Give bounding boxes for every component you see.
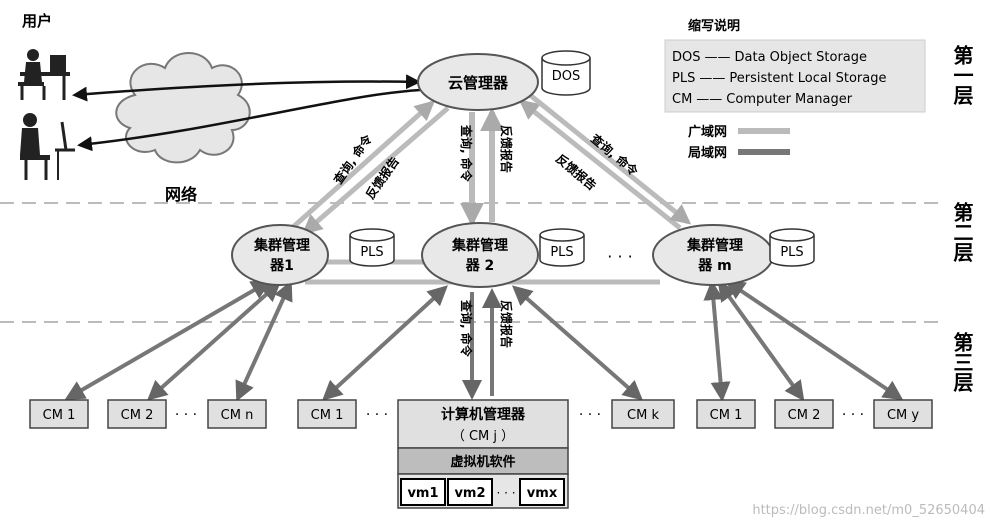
user-link-2 bbox=[77, 88, 421, 152]
legend-title: 缩写说明 bbox=[688, 18, 740, 34]
pls-label-m: PLS bbox=[780, 245, 803, 260]
wan-link-cmm-left bbox=[518, 99, 682, 230]
vm-ellipsis: · · · bbox=[496, 486, 515, 500]
vm1-label: vm1 bbox=[407, 486, 438, 501]
edge-feedback-lower: 反馈报告 bbox=[499, 300, 514, 348]
vm1-box bbox=[400, 478, 446, 506]
cm-group1-label-2: CM 2 bbox=[121, 408, 154, 423]
cluster-manager-1-line2: 器1 bbox=[269, 258, 294, 274]
cm-group3-label-2: CM 2 bbox=[788, 408, 821, 423]
user-link-1 bbox=[72, 74, 421, 102]
legend-box bbox=[664, 39, 926, 113]
user-laptop-icon bbox=[20, 113, 75, 180]
vm2-box bbox=[447, 478, 493, 506]
cm-group2-label-k: CM k bbox=[627, 408, 659, 423]
pls-label-2: PLS bbox=[550, 245, 573, 260]
layer-2-label: 第二层 bbox=[950, 201, 974, 263]
lan-links bbox=[64, 279, 904, 402]
layer-3-label: 第三层 bbox=[950, 331, 974, 393]
edge-feedback-mid: 反馈报告 bbox=[499, 125, 514, 173]
cluster-manager-2-line2: 器 2 bbox=[465, 258, 495, 274]
watermark: https://blog.csdn.net/m0_52650404 bbox=[752, 503, 985, 518]
pls-label-1: PLS bbox=[360, 245, 383, 260]
vmx-label: vmx bbox=[527, 486, 558, 501]
pls-storage-icon bbox=[349, 228, 815, 267]
user-label: 用户 bbox=[22, 12, 52, 30]
edge-query-mid: 查询, 命令 bbox=[459, 124, 474, 183]
cloud-manager-label: 云管理器 bbox=[448, 74, 509, 92]
user-computer-icon bbox=[18, 49, 70, 100]
legend-row-pls: PLS——Persistent Local Storage bbox=[672, 71, 886, 86]
computer-manager-line1: 计算机管理器 bbox=[441, 406, 526, 423]
cm-group2-ellipsis-right: · · · bbox=[579, 407, 601, 423]
lan-label: 局域网 bbox=[688, 145, 727, 161]
legend-row-dos: DOS——Data Object Storage bbox=[672, 50, 867, 65]
cluster-manager-2-node bbox=[421, 222, 539, 288]
cluster-ellipsis: · · · bbox=[607, 247, 632, 266]
cm-group2-ellipsis-left: · · · bbox=[366, 407, 388, 423]
cm-group1-ellipsis: · · · bbox=[175, 407, 197, 423]
legend-row-cm: CM——Computer Manager bbox=[672, 92, 853, 107]
wan-link-cmm-right bbox=[528, 93, 692, 225]
cm-group1-label-n: CM n bbox=[221, 408, 254, 423]
cloud-manager-node bbox=[417, 53, 539, 111]
wan-label: 广域网 bbox=[688, 124, 727, 140]
vm2-label: vm2 bbox=[454, 486, 485, 501]
wan-link-cm1-left bbox=[290, 100, 435, 230]
cluster-manager-1-node bbox=[231, 224, 329, 286]
vmx-box bbox=[519, 478, 565, 506]
cluster-manager-m-line1: 集群管理 bbox=[686, 237, 743, 254]
cm-group3-label-y: CM y bbox=[887, 408, 919, 423]
cluster-manager-m-line2: 器 m bbox=[697, 258, 731, 274]
dos-storage-icon bbox=[541, 50, 591, 96]
cluster-manager-2-line1: 集群管理 bbox=[451, 237, 508, 254]
network-label: 网络 bbox=[165, 185, 197, 204]
layer-1-label: 第一层 bbox=[950, 44, 974, 106]
edge-query-right: 查询, 命令 bbox=[587, 130, 642, 179]
network-cloud-icon bbox=[115, 52, 251, 164]
cm-group2-label-1: CM 1 bbox=[311, 408, 344, 423]
dos-label: DOS bbox=[552, 69, 581, 84]
cm-group3-ellipsis: · · · bbox=[842, 407, 864, 423]
cm-group3-label-1: CM 1 bbox=[710, 408, 743, 423]
wan-link-cm1-right bbox=[301, 106, 450, 235]
cluster-manager-1-line1: 集群管理 bbox=[253, 237, 310, 254]
cm-boxes bbox=[29, 399, 933, 429]
computer-manager-line2: （ CM j ） bbox=[452, 429, 514, 444]
vm-software-label: 虚拟机软件 bbox=[450, 454, 515, 470]
cluster-manager-m-node bbox=[652, 224, 774, 286]
cm-group1-label-1: CM 1 bbox=[43, 408, 76, 423]
edge-query-lower: 查询, 命令 bbox=[459, 299, 474, 358]
